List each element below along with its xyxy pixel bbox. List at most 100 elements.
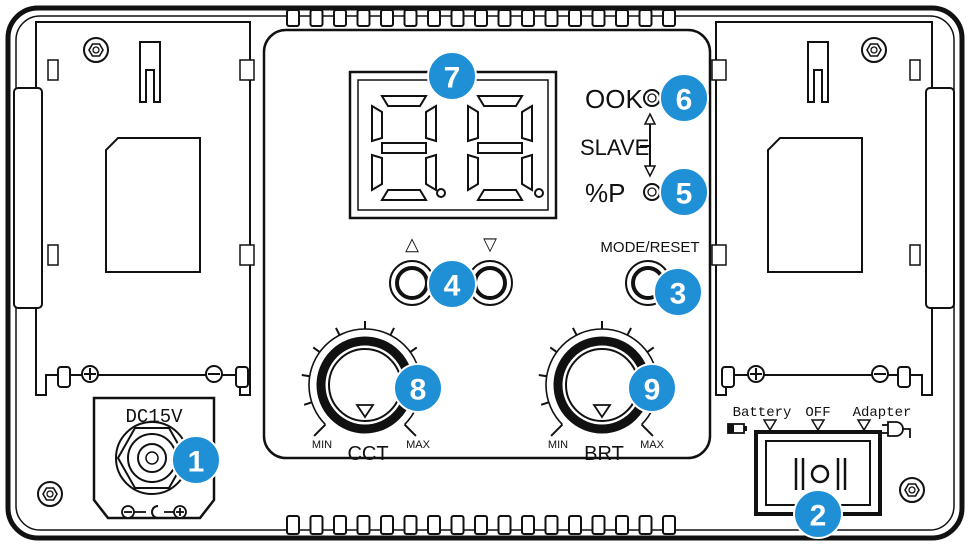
vent-slot	[286, 9, 300, 27]
scale-tick	[572, 327, 578, 336]
bottom-right-screw	[899, 477, 925, 503]
vent-slot	[615, 515, 629, 535]
svg-text:1: 1	[188, 446, 205, 479]
top-vents	[286, 9, 676, 27]
display-segment	[467, 153, 479, 192]
vent-slot	[544, 9, 559, 27]
brt-knob[interactable]	[553, 336, 651, 434]
segment-display[interactable]	[348, 70, 558, 220]
scale-tick	[335, 327, 341, 336]
scale-tick	[538, 374, 547, 378]
cct-min-label: MIN	[312, 439, 332, 451]
display-segment	[371, 153, 383, 192]
ook-led	[643, 89, 661, 107]
scale-tick	[312, 346, 321, 353]
svg-text:9: 9	[644, 374, 661, 407]
left-battery-plate	[13, 21, 255, 396]
badge-3: 3	[653, 267, 703, 317]
vent-slot	[544, 515, 559, 535]
vent-slot	[427, 515, 441, 535]
display-segment	[425, 153, 437, 192]
vent-slot	[356, 515, 371, 535]
scale-tick	[646, 346, 655, 353]
vent-slot	[450, 9, 465, 27]
bottom-vents	[286, 515, 676, 535]
adapter-label: Adapter	[853, 405, 912, 421]
svg-text:4: 4	[444, 270, 461, 303]
brt-max-label: MAX	[640, 439, 665, 451]
vent-slot	[474, 515, 488, 535]
display-segment	[476, 189, 524, 201]
vent-slot	[427, 9, 441, 27]
down-arrow-icon: ▽	[483, 234, 497, 254]
display-segment	[371, 104, 383, 143]
display-segment	[380, 189, 428, 201]
display-segment	[467, 104, 479, 143]
cct-knob[interactable]	[316, 336, 414, 434]
vent-slot	[450, 515, 465, 535]
up-button[interactable]	[389, 260, 435, 306]
svg-text:3: 3	[670, 278, 687, 311]
vent-slot	[662, 515, 676, 535]
svg-text:6: 6	[676, 84, 693, 117]
callout-badges: 1 2 3 4 5 6 7 8 9	[171, 51, 843, 539]
scale-tick	[409, 346, 418, 353]
vent-slot	[356, 9, 371, 27]
right-latch-pins	[721, 365, 911, 388]
right-top-screw	[861, 37, 887, 63]
vent-slot	[474, 9, 488, 27]
scale-tick	[303, 401, 313, 406]
scale-tick	[403, 423, 417, 437]
badge-7: 7	[427, 51, 477, 101]
vent-slot	[403, 515, 418, 535]
mode-reset-label: MODE/RESET	[600, 239, 699, 256]
scale-tick	[549, 346, 558, 353]
scale-tick	[640, 423, 654, 437]
brt-min-label: MIN	[548, 439, 568, 451]
vent-slot	[403, 9, 418, 27]
vent-slot	[380, 515, 394, 535]
vent-slot	[591, 9, 606, 27]
brt-label: BRT	[584, 443, 624, 465]
battery-icon	[727, 423, 747, 434]
vent-slot	[497, 9, 512, 27]
vent-slot	[309, 9, 324, 27]
vent-slot	[638, 9, 653, 27]
vent-slot	[615, 9, 629, 27]
vent-slot	[521, 9, 535, 27]
badge-8: 8	[393, 363, 443, 413]
badge-9: 9	[627, 363, 677, 413]
left-top-screw	[83, 37, 109, 63]
polarity-icon	[121, 505, 187, 519]
vent-slot	[497, 515, 512, 535]
display-digit-2	[467, 95, 533, 201]
vent-slot	[638, 515, 653, 535]
vent-slot	[309, 515, 324, 535]
slave-label: SLAVE	[580, 135, 649, 160]
badge-4: 4	[427, 259, 477, 309]
vent-slot	[286, 515, 300, 535]
svg-text:2: 2	[810, 500, 827, 533]
dc-input-label: DC15V	[125, 406, 183, 428]
svg-text:7: 7	[444, 62, 461, 95]
switch-position-markers	[762, 419, 872, 432]
display-segment	[521, 153, 533, 192]
scale-tick	[301, 374, 310, 378]
ook-label: OOK	[585, 84, 643, 114]
scale-tick	[626, 327, 632, 336]
bottom-left-screw	[37, 481, 63, 507]
right-battery-plate	[711, 21, 955, 396]
vent-slot	[380, 9, 394, 27]
scale-tick	[550, 423, 564, 437]
vent-slot	[568, 515, 582, 535]
off-label: OFF	[805, 405, 830, 421]
vent-slot	[591, 515, 606, 535]
scale-tick	[389, 327, 395, 336]
scale-tick	[540, 401, 550, 406]
cct-label: CCT	[347, 443, 388, 465]
battery-label: Battery	[733, 405, 792, 421]
badge-1: 1	[171, 435, 221, 485]
dc-input-port[interactable]	[92, 396, 216, 520]
vent-slot	[662, 9, 676, 27]
